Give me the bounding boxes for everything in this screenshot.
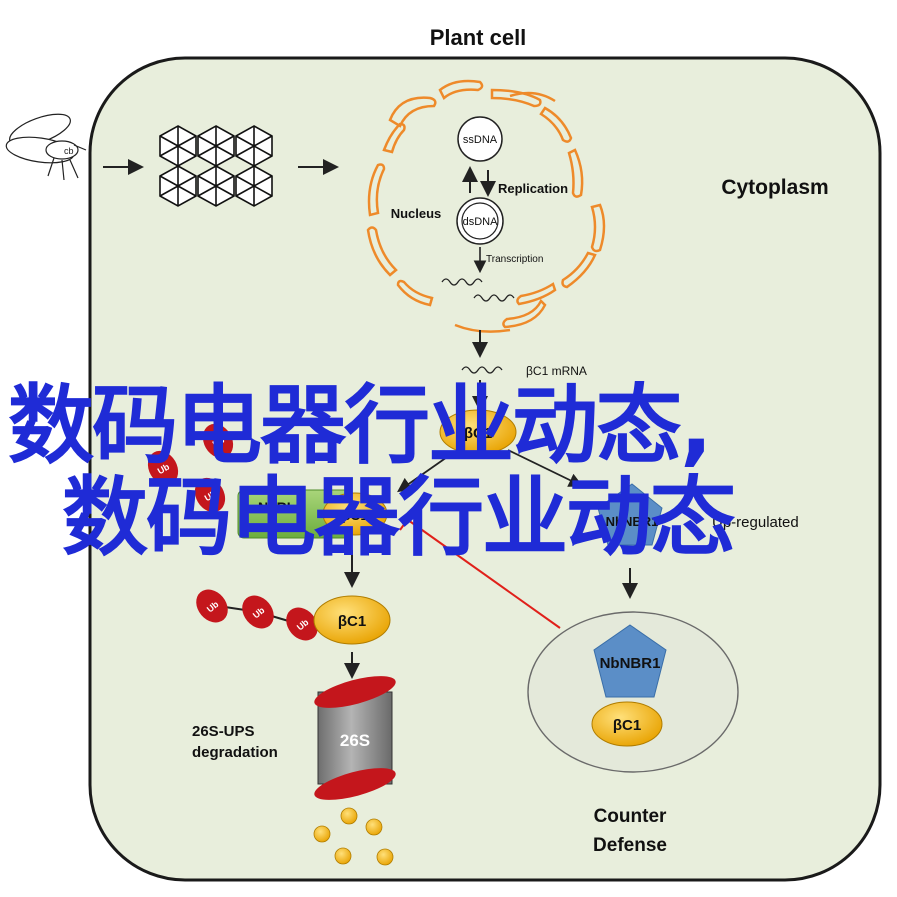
proteasome-26s: 26S [314,676,396,800]
degradation-label-line1: 26S-UPS [192,723,255,740]
degraded-peptides [313,807,394,866]
mrna-label: βC1 mRNA [526,364,587,378]
ssdna-label: ssDNA [463,134,498,146]
bc1-complex-label: βC1 [342,507,369,523]
nbri-bc1-complex: NbRI βC1 [237,489,388,539]
nucleus-envelope [366,79,606,333]
ub-chain-upper: Ub Ub Ub [147,423,234,513]
ub-tag: Ub [242,595,274,629]
ub-tag: Ub [147,450,179,486]
bc1-central-label: βC1 [464,425,492,442]
nucleus-label: Nucleus [391,206,442,221]
diagram-title: Plant cell [430,25,527,50]
transcription-label: Transcription [486,254,543,265]
geminivirus-particles [159,125,273,207]
arrow-to-nbnbr1 [507,449,584,487]
inhibition-line [407,519,561,629]
degradation-label-line2: degradation [192,744,278,761]
ssdna-genome: ssDNA [457,116,503,162]
whitefly-label: cb [64,146,74,156]
nbri-label: NbRI [258,499,291,515]
ub-tag: Ub [196,589,228,623]
mrna-nuclear [441,278,515,302]
bc1-central: βC1 [439,409,517,455]
ub-tag: Ub [202,423,234,459]
nbnbr1-lower-label: NbNBR1 [600,655,661,672]
nbnbr1-upregulated: NbNBR1 [597,483,663,546]
counter-defense-line2: Defense [593,835,667,856]
counter-defense-line1: Counter [594,806,667,827]
ub-bc1-conjugate: Ub Ub Ub βC1 [196,589,391,645]
nbnbr1-upper-label: NbNBR1 [606,514,659,529]
dsdna-genome: dsDNA [456,197,504,245]
bc1-ub-label: βC1 [338,613,366,630]
ub-tag: Ub [286,607,318,641]
proteasome-label: 26S [340,731,370,750]
upregulated-label: Up-regulated [712,514,799,531]
arrow-to-nbri-complex [397,454,451,493]
bc1-lower-label: βC1 [613,717,641,734]
whitefly-icon: cb [5,113,87,181]
ub-tag: Ub [194,477,226,513]
dsdna-label: dsDNA [463,216,499,228]
cytoplasm-label: Cytoplasm [721,176,828,199]
inhibition-bar [399,507,417,531]
replication-label: Replication [498,181,568,196]
nbnbr1-complex: NbNBR1 βC1 [591,624,667,747]
mrna-cytoplasmic [461,366,503,374]
